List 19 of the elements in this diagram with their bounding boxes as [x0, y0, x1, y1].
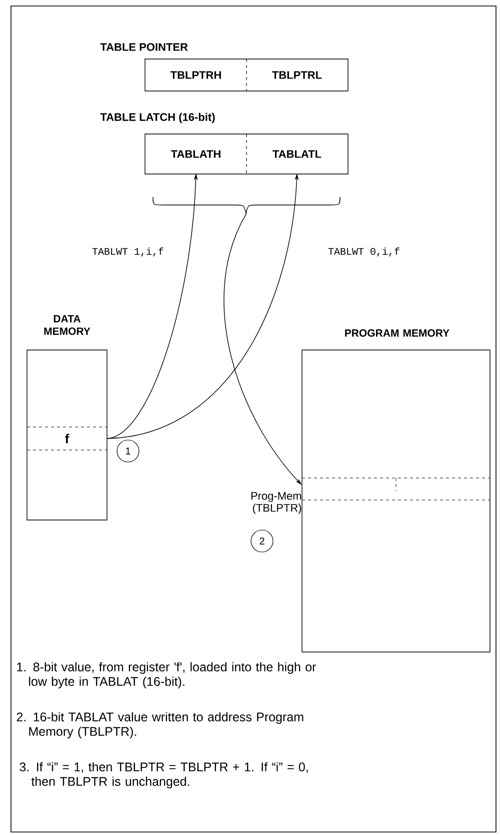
register-cell: TBLPTRL: [272, 71, 322, 79]
register-label: Prog-Mem (TBLPTR): [251, 492, 302, 514]
callout-number: 2: [250, 530, 274, 552]
node-label: TABLE LATCH (16-bit): [100, 112, 215, 124]
note-text: 1. 8-bit value, from register 'f', loaded into the high or low byte in TABLAT (16-bit).: [17, 662, 316, 688]
edge-label: TABLWT 1,i,f: [92, 248, 164, 257]
register-cell: TBLPTRH: [170, 71, 221, 79]
note-text: 3. If “i” = 1, then TBLPTR = TBLPTR + 1. If “i” = 0, then TBLPTR is unchanged.: [20, 762, 308, 788]
register-row: f: [26, 426, 108, 450]
node-label: PROGRAM MEMORY: [345, 329, 450, 337]
memory-box: PROGRAM MEMORY: [302, 329, 490, 652]
register-row: [302, 478, 490, 500]
node-label: TABLE POINTER: [100, 43, 188, 51]
edge-label: TABLWT 0,i,f: [328, 248, 400, 257]
node-label: DATA MEMORY: [44, 315, 90, 335]
register-cell: TABLATL: [272, 150, 322, 158]
callout-number: 1: [116, 440, 140, 462]
register-cell: TABLATH: [170, 150, 220, 158]
note-text: 2. 16-bit TABLAT value written to address Program Memory (TBLPTR).: [16, 712, 304, 738]
